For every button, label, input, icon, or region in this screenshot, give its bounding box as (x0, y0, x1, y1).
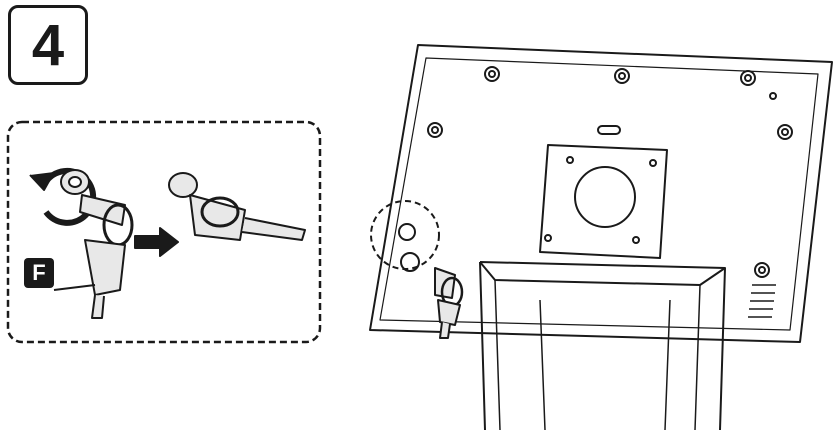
part-label-f: F (24, 258, 54, 288)
detail-callout-box (6, 120, 322, 344)
key-icon (434, 267, 464, 339)
right-arrow-icon (134, 227, 179, 257)
key-icon (60, 169, 134, 319)
step-number: 4 (8, 5, 88, 85)
screw-holes (427, 66, 793, 278)
mount-plate (539, 144, 668, 259)
rotate-arrow-icon (29, 167, 97, 226)
key-icon (168, 172, 306, 241)
vent-slots (748, 284, 776, 318)
